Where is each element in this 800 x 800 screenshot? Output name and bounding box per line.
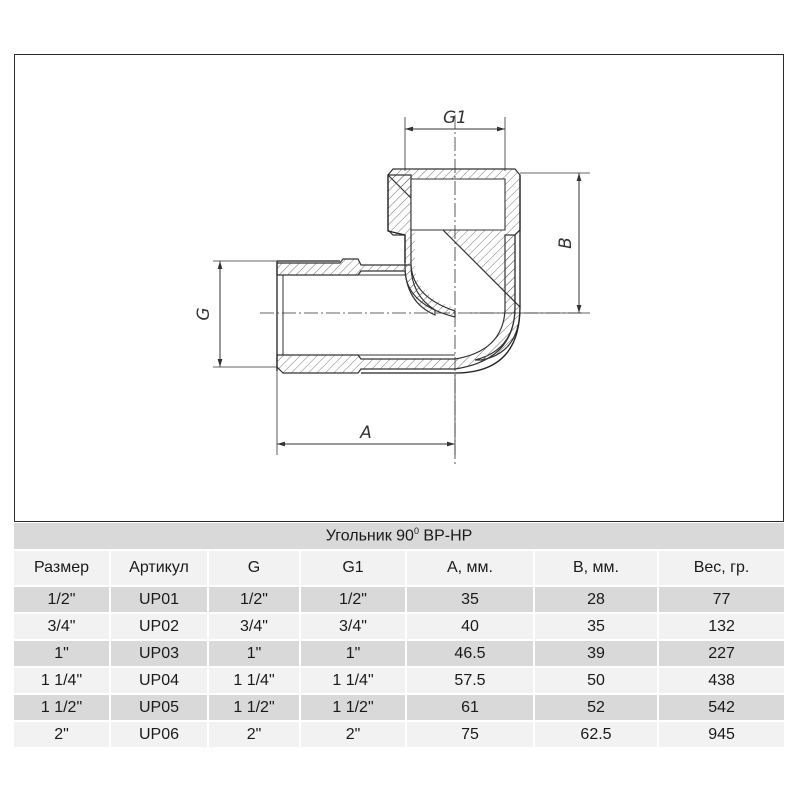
column-header-g: G — [208, 550, 301, 587]
dimension-b-label: B — [556, 237, 576, 249]
cell-article: UP06 — [110, 721, 209, 749]
socket-bore — [410, 178, 506, 231]
cell-b: 35 — [534, 613, 659, 641]
cell-g1: 1/2" — [300, 586, 407, 614]
cell-g: 1 1/2" — [208, 694, 301, 722]
cell-weight: 542 — [658, 694, 785, 722]
cell-g: 3/4" — [208, 613, 301, 641]
column-header-g1: G1 — [300, 550, 407, 587]
technical-drawing-frame: G1 B G A — [14, 54, 784, 522]
cell-article: UP04 — [110, 667, 209, 695]
cell-article: UP01 — [110, 586, 209, 614]
column-header-weight: Вес, гр. — [658, 550, 785, 587]
cell-size: 3/4" — [14, 613, 111, 641]
column-header-article: Артикул — [110, 550, 209, 587]
cell-size: 1 1/4" — [14, 667, 111, 695]
pipe-upper-wall — [276, 258, 456, 318]
cell-b: 62.5 — [534, 721, 659, 749]
cell-weight: 945 — [658, 721, 785, 749]
cell-b: 28 — [534, 586, 659, 614]
cell-size: 1/2" — [14, 586, 111, 614]
cell-article: UP03 — [110, 640, 209, 668]
cell-b: 50 — [534, 667, 659, 695]
column-header-a: А, мм. — [406, 550, 535, 587]
cell-size: 2" — [14, 721, 111, 749]
cell-g: 1" — [208, 640, 301, 668]
dimension-a-label: A — [359, 423, 372, 443]
table-row: 1" UP03 1" 1" 46.5 39 227 — [14, 640, 785, 668]
cell-a: 75 — [406, 721, 535, 749]
cell-g1: 2" — [300, 721, 407, 749]
table-title: Угольник 900 ВР-НР — [14, 523, 785, 551]
table-row: 3/4" UP02 3/4" 3/4" 40 35 132 — [14, 613, 785, 641]
table-row: 2" UP06 2" 2" 75 62.5 945 — [14, 721, 785, 749]
dimension-g-label: G — [194, 307, 214, 320]
cell-b: 39 — [534, 640, 659, 668]
cell-g: 1 1/4" — [208, 667, 301, 695]
cell-g1: 3/4" — [300, 613, 407, 641]
cell-weight: 438 — [658, 667, 785, 695]
cell-g1: 1" — [300, 640, 407, 668]
cell-g1: 1 1/4" — [300, 667, 407, 695]
cell-size: 1" — [14, 640, 111, 668]
elbow-fitting-drawing: G1 B G A — [194, 108, 590, 465]
cell-g1: 1 1/2" — [300, 694, 407, 722]
cell-a: 35 — [406, 586, 535, 614]
table-header-row: Размер Артикул G G1 А, мм. В, мм. Вес, г… — [14, 550, 785, 587]
cell-weight: 132 — [658, 613, 785, 641]
cell-a: 40 — [406, 613, 535, 641]
table-title-row: Угольник 900 ВР-НР — [14, 523, 785, 551]
cell-weight: 77 — [658, 586, 785, 614]
cell-a: 46.5 — [406, 640, 535, 668]
cell-article: UP05 — [110, 694, 209, 722]
cell-g: 2" — [208, 721, 301, 749]
cell-size: 1 1/2" — [14, 694, 111, 722]
cell-a: 61 — [406, 694, 535, 722]
cell-b: 52 — [534, 694, 659, 722]
cell-article: UP02 — [110, 613, 209, 641]
dimension-g1-label: G1 — [443, 108, 467, 128]
fitting-outline — [276, 175, 521, 374]
column-header-b: В, мм. — [534, 550, 659, 587]
table-row: 1 1/4" UP04 1 1/4" 1 1/4" 57.5 50 438 — [14, 667, 785, 695]
cell-g: 1/2" — [208, 586, 301, 614]
table-row: 1 1/2" UP05 1 1/2" 1 1/2" 61 52 542 — [14, 694, 785, 722]
table-row: 1/2" UP01 1/2" 1/2" 35 28 77 — [14, 586, 785, 614]
specification-table: Угольник 900 ВР-НР Размер Артикул G G1 А… — [14, 523, 785, 749]
cell-a: 57.5 — [406, 667, 535, 695]
cell-weight: 227 — [658, 640, 785, 668]
column-header-size: Размер — [14, 550, 111, 587]
